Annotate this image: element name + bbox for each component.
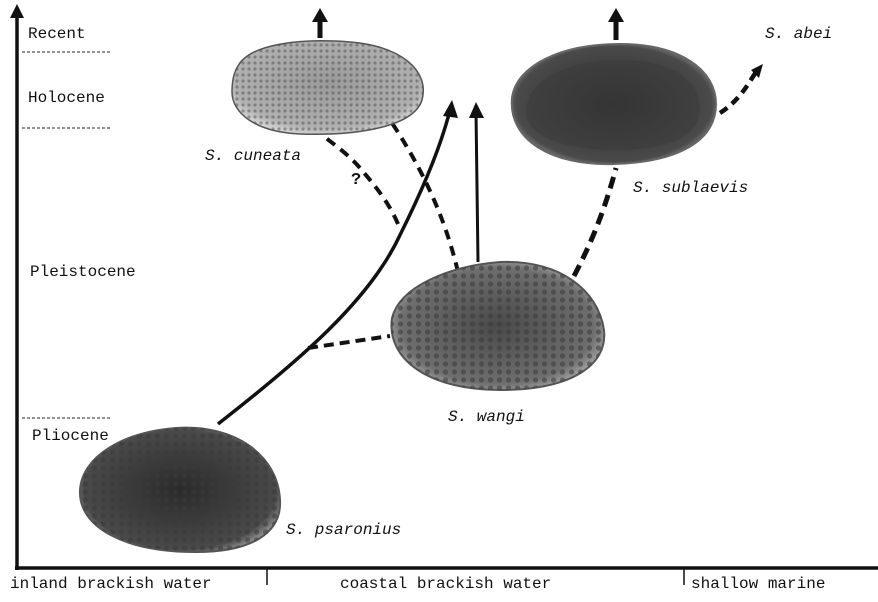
shell-wangi-image (391, 262, 604, 390)
period-label-pleistocene: Pleistocene (30, 264, 136, 280)
period-label-holocene: Holocene (28, 90, 105, 106)
lineage-wangi-to-recent (476, 112, 478, 262)
uncertainty-question-mark: ? (351, 172, 361, 189)
lineage-wangi-arrowhead (469, 102, 484, 118)
shell-cuneata-image (232, 41, 423, 134)
cuneata-recent-arrowhead (312, 8, 328, 22)
species-label-abei: S. abei (765, 26, 832, 42)
species-label-wangi: S. wangi (448, 409, 525, 425)
env-label-inland: inland brackish water (10, 576, 212, 592)
species-label-sublaevis: S. sublaevis (633, 180, 748, 196)
env-label-marine: shallow marine (691, 576, 825, 592)
species-label-psaronius: S. psaronius (286, 522, 401, 538)
lineage-sublaevis-to-abei (720, 72, 756, 113)
y-axis-arrowhead (10, 4, 24, 18)
shell-sublaevis-image (512, 44, 716, 164)
period-label-recent: Recent (28, 26, 86, 42)
sublaevis-recent-arrowhead (608, 8, 624, 22)
lineage-wangi-to-cuneata (390, 120, 458, 272)
lineage-psaronius-arrowhead (443, 100, 458, 118)
env-label-coastal: coastal brackish water (340, 576, 551, 592)
period-label-pliocene: Pliocene (32, 428, 109, 444)
lineage-wangi-to-sublaevis (574, 168, 616, 276)
species-label-cuneata: S. cuneata (205, 148, 301, 164)
shell-psaronius-image (80, 428, 280, 552)
